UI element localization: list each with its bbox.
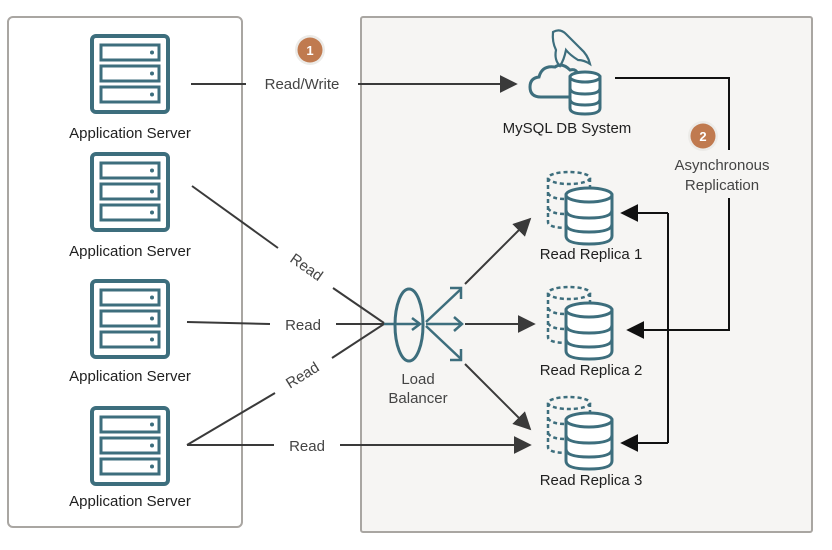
- load-balancer-label-1: Load: [401, 371, 434, 388]
- load-balancer: Load Balancer: [384, 286, 464, 407]
- step-badge-2: 2: [688, 121, 718, 151]
- replication-label-2: Replication: [685, 177, 759, 194]
- read-label: Read: [287, 250, 326, 284]
- connection-line: [191, 185, 279, 249]
- read-write-connection: Read/Write: [191, 75, 518, 93]
- connection-line: [332, 287, 385, 324]
- app-server-label: Application Server: [69, 368, 191, 385]
- read-write-label: Read/Write: [265, 76, 340, 93]
- read-replica-1: Read Replica 1: [540, 170, 643, 263]
- badge-number: 2: [699, 129, 706, 144]
- load-balancer-icon: [384, 286, 464, 363]
- server-icon: [90, 279, 170, 359]
- read-label: Read: [283, 359, 322, 392]
- mysql-db-label: MySQL DB System: [503, 120, 632, 137]
- replica-label: Read Replica 3: [540, 472, 643, 489]
- replica-label: Read Replica 2: [540, 362, 643, 379]
- read-label: Read: [285, 317, 321, 334]
- app-server-label: Application Server: [69, 493, 191, 510]
- read-label: Read: [289, 438, 325, 455]
- app-server-label: Application Server: [69, 125, 191, 142]
- app-server-3: Application Server: [69, 279, 191, 385]
- replication-arrow-replica-2: [626, 198, 730, 339]
- replication-line-top: [615, 77, 730, 150]
- app-server-label: Application Server: [69, 243, 191, 260]
- lb-to-replica-1-arrow: [464, 217, 532, 285]
- app-server-1: Application Server: [69, 34, 191, 142]
- read-replica-2: Read Replica 2: [540, 285, 643, 379]
- connection-line: [331, 323, 385, 359]
- read-connection-4: Read: [187, 436, 532, 455]
- step-badge-1: 1: [295, 35, 325, 65]
- mysql-cloud-database-icon: [528, 29, 602, 116]
- connection-line: [186, 392, 276, 446]
- replication-label-1: Asynchronous: [674, 157, 769, 174]
- read-replica-3: Read Replica 3: [540, 395, 643, 489]
- badge-number: 1: [306, 43, 313, 58]
- replica-label: Read Replica 1: [540, 246, 643, 263]
- lb-to-replica-3-arrow: [464, 363, 532, 431]
- connection-line: [186, 321, 271, 325]
- mysql-db-system: MySQL DB System: [503, 29, 632, 137]
- app-tier-panel: [7, 16, 243, 528]
- app-server-2: Application Server: [69, 152, 191, 260]
- app-server-4: Application Server: [69, 406, 191, 510]
- server-icon: [90, 406, 170, 486]
- load-balancer-label-2: Balancer: [388, 390, 447, 407]
- read-connection-2: Read: [186, 317, 384, 334]
- server-icon: [90, 34, 170, 114]
- server-icon: [90, 152, 170, 232]
